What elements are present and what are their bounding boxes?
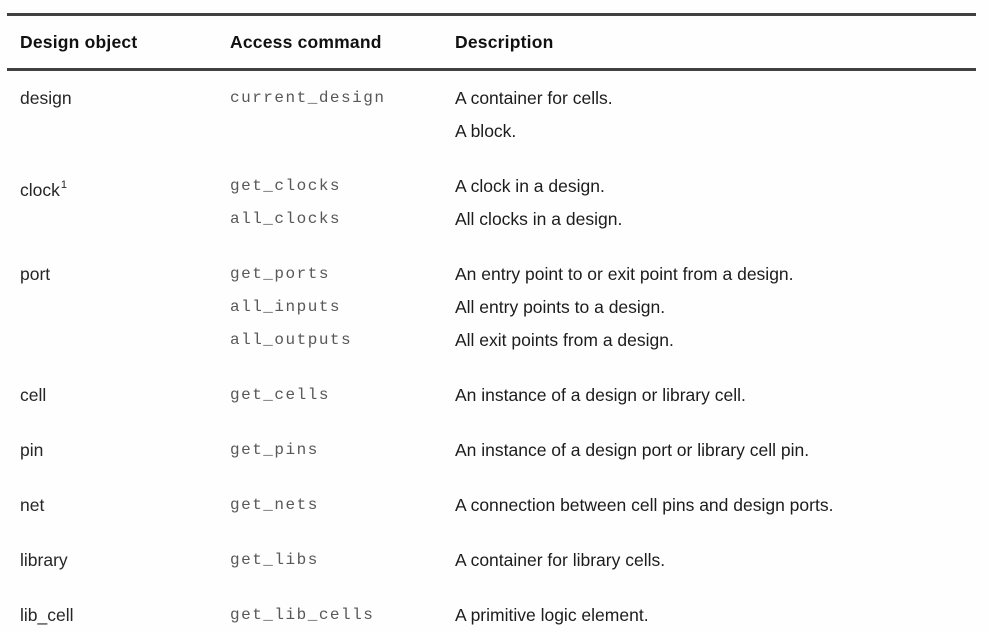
footnote-marker: 1 xyxy=(60,179,67,191)
description-line: An instance of a design or library cell. xyxy=(455,385,746,405)
table-body: design current_design A container for ce… xyxy=(7,70,976,632)
access-command: get_libs xyxy=(230,551,319,569)
design-object-name: cell xyxy=(20,385,47,405)
access-command: get_cells xyxy=(230,386,330,404)
description-line: All clocks in a design. xyxy=(455,209,623,229)
description-line: A block. xyxy=(455,121,517,141)
description-line: A clock in a design. xyxy=(455,176,605,196)
description-line: An entry point to or exit point from a d… xyxy=(455,264,794,284)
design-object-name: net xyxy=(20,495,45,515)
design-object-name: design xyxy=(20,88,72,108)
description-line: A connection between cell pins and desig… xyxy=(455,495,834,515)
table-row-pin: pin get_pins An instance of a design por… xyxy=(7,423,976,478)
table-row-clock: clock1 get_clocks all_clocks A clock in … xyxy=(7,159,976,247)
design-object-name: lib_cell xyxy=(20,605,74,625)
design-object-name: library xyxy=(20,550,68,570)
description-line: A primitive logic element. xyxy=(455,605,649,625)
table-row-design: design current_design A container for ce… xyxy=(7,70,976,160)
access-command: get_pins xyxy=(230,441,319,459)
design-object-name: pin xyxy=(20,440,44,460)
design-objects-table: Design object Access command Description… xyxy=(7,13,976,632)
access-command: all_inputs xyxy=(230,298,342,316)
design-object-name: port xyxy=(20,264,51,284)
table-row-port: port get_ports all_inputs all_outputs An… xyxy=(7,247,976,368)
header-access-command: Access command xyxy=(230,32,382,52)
description-line: A container for library cells. xyxy=(455,550,666,570)
access-command: all_outputs xyxy=(230,331,353,349)
table-row-lib-cell: lib_cell get_lib_cells A primitive logic… xyxy=(7,588,976,632)
access-command: get_ports xyxy=(230,265,330,283)
description-line: All exit points from a design. xyxy=(455,330,674,350)
description-line: All entry points to a design. xyxy=(455,297,666,317)
design-object-name: clock xyxy=(20,179,60,200)
design-objects-table-grid: Design object Access command Description… xyxy=(7,13,976,632)
access-command: get_lib_cells xyxy=(230,606,375,624)
header-description: Description xyxy=(455,32,554,52)
table-row-cell: cell get_cells An instance of a design o… xyxy=(7,368,976,423)
description-line: A container for cells. xyxy=(455,88,613,108)
table-header: Design object Access command Description xyxy=(7,14,976,70)
header-design-object: Design object xyxy=(20,32,138,52)
access-command: current_design xyxy=(230,89,386,107)
access-command: get_clocks xyxy=(230,177,342,195)
table-header-row: Design object Access command Description xyxy=(7,14,976,70)
description-line: An instance of a design port or library … xyxy=(455,440,810,460)
access-command: all_clocks xyxy=(230,210,342,228)
table-row-library: library get_libs A container for library… xyxy=(7,533,976,588)
table-row-net: net get_nets A connection between cell p… xyxy=(7,478,976,533)
access-command: get_nets xyxy=(230,496,319,514)
